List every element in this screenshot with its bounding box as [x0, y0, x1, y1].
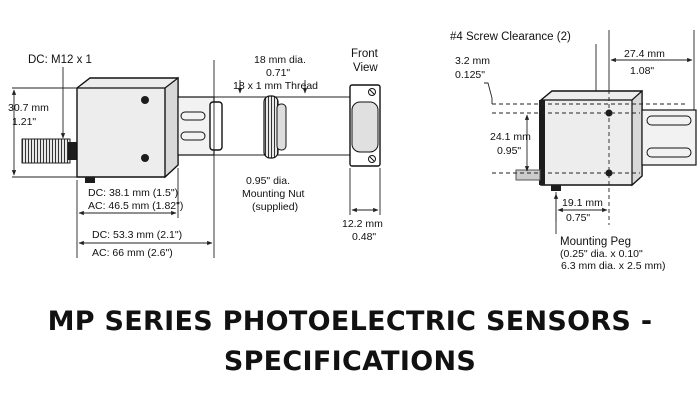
thread-dia-mm: 18 mm dia. [254, 54, 306, 66]
mounting-view: #4 Screw Clearance (2) 3.2 mm 0.125" 27.… [450, 30, 697, 272]
nut-dia-label: 0.95" dia. [246, 175, 290, 187]
side-view: 30.7 mm 1.21" DC: M12 x 1 DC: 38.1 mm (1… [8, 54, 223, 259]
mounting-barrel [641, 109, 697, 166]
nut-note-label: (supplied) [252, 201, 298, 213]
peg-spec-in: (0.25" dia. x 0.10" [560, 248, 643, 260]
side-connector [515, 169, 541, 181]
nut-knurled-ring [263, 95, 279, 159]
front-barrel [177, 96, 215, 156]
mounting-peg-right [551, 185, 561, 191]
nut-name-label: Mounting Nut [242, 188, 305, 200]
offset-mm-label: 3.2 mm [455, 55, 490, 67]
height-mm-label: 30.7 mm [8, 102, 49, 114]
extension-in: 1.08" [630, 65, 654, 77]
thread-spec: 18 x 1 mm Thread [233, 80, 318, 92]
ac-length-short: AC: 46.5 mm (1.82") [88, 200, 183, 212]
peg-name-label: Mounting Peg [560, 236, 631, 248]
sensor-body [76, 77, 179, 178]
mounting-peg [85, 177, 95, 183]
mounting-nut: 18 mm dia. 0.71" 18 x 1 mm Thread 0.95" … [214, 54, 350, 213]
height-in-label: 1.21" [12, 116, 36, 128]
thread-dia-in: 0.71" [266, 67, 290, 79]
hole-spacing-in: 0.95" [497, 145, 521, 157]
front-width-mm: 12.2 mm [342, 218, 383, 230]
page-title-line-2: SPECIFICATIONS [223, 346, 477, 377]
peg-distance-in: 0.75" [566, 212, 590, 224]
lens-window [209, 101, 223, 151]
ac-length-long: AC: 66 mm (2.6") [92, 247, 173, 259]
peg-distance-mm: 19.1 mm [562, 197, 603, 209]
specification-drawing: 30.7 mm 1.21" DC: M12 x 1 DC: 38.1 mm (1… [8, 30, 697, 272]
dc-length-short: DC: 38.1 mm (1.5") [88, 187, 178, 199]
connector-thread [21, 138, 71, 164]
mounting-hole-top [141, 96, 149, 104]
front-view: Front View 12.2 mm 0.48" [342, 48, 383, 243]
dc-thread-label: DC: M12 x 1 [28, 54, 92, 66]
front-view-title-2: View [353, 62, 378, 74]
peg-spec-mm: 6.3 mm dia. x 2.5 mm) [561, 260, 665, 272]
mounting-body [540, 90, 643, 186]
hole-spacing-mm: 24.1 mm [490, 131, 531, 143]
connector-collar [68, 142, 77, 160]
front-view-title-1: Front [351, 48, 379, 60]
page-title-line-1: MP SERIES PHOTOELECTRIC SENSORS - [47, 306, 653, 337]
screw-clearance-label: #4 Screw Clearance (2) [450, 31, 571, 43]
front-lens [351, 101, 379, 153]
dc-length-long: DC: 53.3 mm (2.1") [92, 229, 182, 241]
offset-in-label: 0.125" [455, 69, 485, 81]
mounting-hole-bottom [141, 154, 149, 162]
screw-hole-bottom [605, 169, 613, 177]
extension-mm: 27.4 mm [624, 48, 665, 60]
front-width-in: 0.48" [352, 231, 376, 243]
